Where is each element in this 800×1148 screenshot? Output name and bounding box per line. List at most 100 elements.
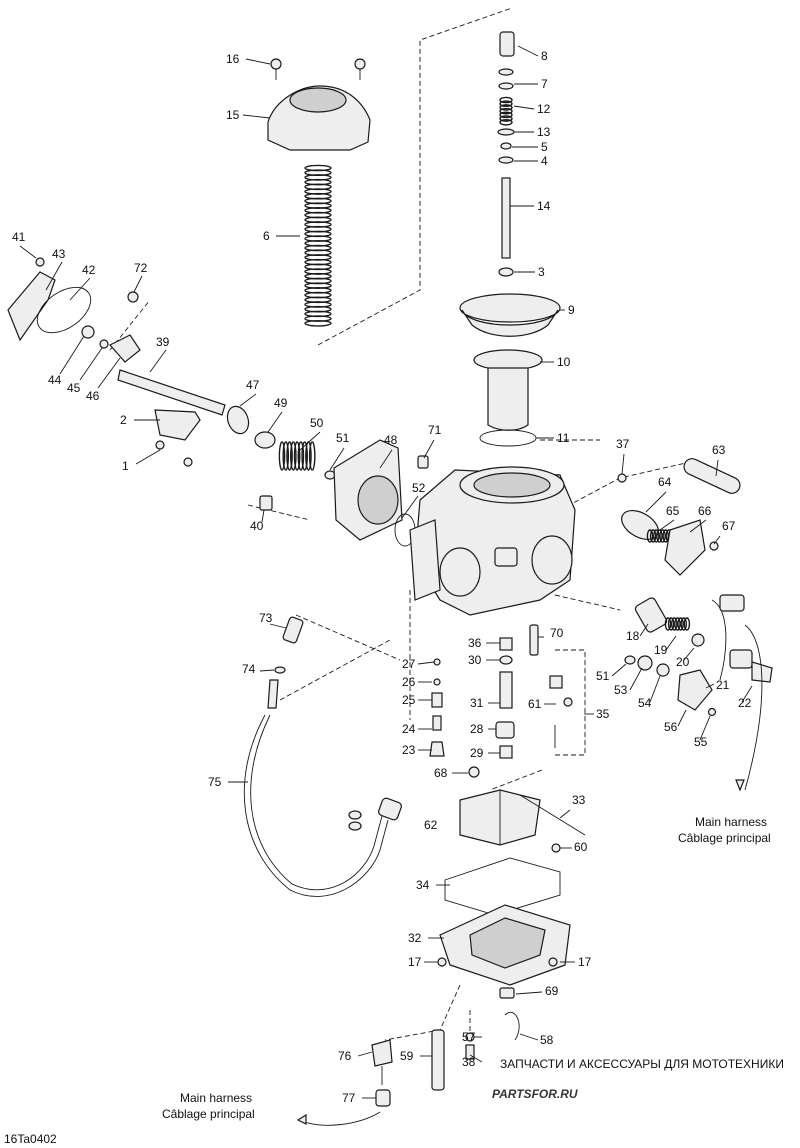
choke-spring-coil <box>662 529 670 543</box>
leader-line-46 <box>97 357 121 389</box>
part-label-36: 36 <box>468 636 482 650</box>
leader-line-16 <box>245 58 271 65</box>
part-label-33: 33 <box>572 793 586 807</box>
part-label-47: 47 <box>246 378 260 392</box>
leader-line-49 <box>267 411 283 433</box>
part-label-11: 11 <box>557 431 570 445</box>
part-label-17: 17 <box>408 955 422 969</box>
leader-line-1 <box>135 449 161 465</box>
part-label-9: 9 <box>568 303 575 317</box>
part-label-18: 18 <box>626 629 640 643</box>
harness-note-left-line2: Câblage principal <box>162 1107 255 1121</box>
part-label-48: 48 <box>384 433 398 447</box>
part-label-61: 61 <box>528 697 542 711</box>
needle-spring-coil <box>499 115 513 122</box>
needle-spring <box>499 96 513 126</box>
needle-spring-coil <box>499 104 513 111</box>
throttle-spring-coil <box>282 441 290 471</box>
tps-spring-coil <box>667 617 675 631</box>
needle-spring-coil <box>499 118 513 126</box>
leader-line-54 <box>649 675 661 703</box>
harness-note-right: Main harness Câblage principal <box>678 815 771 845</box>
part-label-73: 73 <box>259 611 273 625</box>
cable-assembly <box>243 616 402 897</box>
part-label-16: 16 <box>226 52 240 66</box>
leader-line-56 <box>677 709 687 727</box>
part-label-19: 19 <box>654 643 668 657</box>
part-label-7: 7 <box>541 77 548 91</box>
tps-spring-coil <box>670 617 678 631</box>
jet-stack <box>429 624 573 778</box>
part-label-31: 31 <box>470 696 484 710</box>
leader-lines <box>19 45 753 1099</box>
needle-spring-coil <box>499 100 513 108</box>
part-label-23: 23 <box>402 743 416 757</box>
part-label-72: 72 <box>134 261 148 275</box>
leader-line-53 <box>629 667 643 691</box>
leader-line-27 <box>417 661 435 665</box>
choke-spring-coil <box>652 529 660 543</box>
tps-spring-coil <box>677 617 684 631</box>
choke-spring-coil <box>656 529 663 543</box>
part-label-28: 28 <box>470 722 484 736</box>
part-label-24: 24 <box>402 722 416 736</box>
part-label-5: 5 <box>541 140 548 154</box>
leader-line-44 <box>59 335 85 375</box>
harness-note-left-line1: Main harness <box>180 1091 252 1105</box>
part-label-75: 75 <box>208 775 222 789</box>
part-label-70: 70 <box>550 626 564 640</box>
choke-side <box>617 458 773 792</box>
part-label-10: 10 <box>557 355 571 369</box>
leader-line-73 <box>269 623 287 629</box>
throttle-spring-coil <box>301 441 308 471</box>
harness-note-right-line1: Main harness <box>695 815 767 829</box>
part-label-77: 77 <box>342 1091 356 1105</box>
leader-line-63 <box>715 459 719 477</box>
part-label-22: 22 <box>738 696 752 710</box>
throttle-spring-coil <box>278 441 286 471</box>
leader-line-8 <box>517 45 539 57</box>
part-label-44: 44 <box>48 373 62 387</box>
watermark-brand: PARTSFOR.RU <box>492 1087 578 1101</box>
part-label-52: 52 <box>412 481 426 495</box>
part-label-50: 50 <box>310 416 324 430</box>
part-label-12: 12 <box>537 102 551 116</box>
part-label-55: 55 <box>694 735 708 749</box>
part-label-40: 40 <box>250 519 264 533</box>
part-label-26: 26 <box>402 675 416 689</box>
slide-spring <box>304 164 332 327</box>
leader-line-72 <box>133 275 143 293</box>
harness-note-left: Main harness Câblage principal <box>162 1091 255 1121</box>
part-label-56: 56 <box>664 720 678 734</box>
tps-spring <box>664 617 691 631</box>
part-label-68: 68 <box>434 766 448 780</box>
leader-line-39 <box>149 349 167 373</box>
part-label-58: 58 <box>540 1033 554 1047</box>
throttle-spring-coil <box>286 441 293 471</box>
throttle-assembly <box>7 257 429 547</box>
part-label-41: 41 <box>12 230 26 244</box>
watermark-tagline: ЗАПЧАСТИ И АКСЕССУАРЫ ДЛЯ МОТОТЕХНИКИ <box>500 1057 784 1071</box>
leader-line-18 <box>639 623 649 637</box>
leader-line-69 <box>515 991 543 995</box>
part-label-20: 20 <box>676 655 690 669</box>
part-label-76: 76 <box>338 1049 352 1063</box>
part-label-34: 34 <box>416 878 430 892</box>
throttle-spring <box>278 441 316 471</box>
leader-line-51 <box>611 663 627 677</box>
part-label-1: 1 <box>122 459 129 473</box>
leader-line-42 <box>69 277 91 301</box>
leader-line-67 <box>713 535 721 545</box>
part-label-13: 13 <box>537 125 551 139</box>
leader-line-21 <box>705 683 715 689</box>
leader-line-66 <box>689 519 707 533</box>
leader-line-20 <box>683 647 695 661</box>
part-label-49: 49 <box>274 396 288 410</box>
leader-line-43 <box>45 261 63 291</box>
tps-spring-coil <box>664 617 672 631</box>
part-label-51: 51 <box>336 431 350 445</box>
part-label-53: 53 <box>614 683 628 697</box>
leader-line-41 <box>19 245 37 259</box>
part-label-64: 64 <box>658 475 672 489</box>
